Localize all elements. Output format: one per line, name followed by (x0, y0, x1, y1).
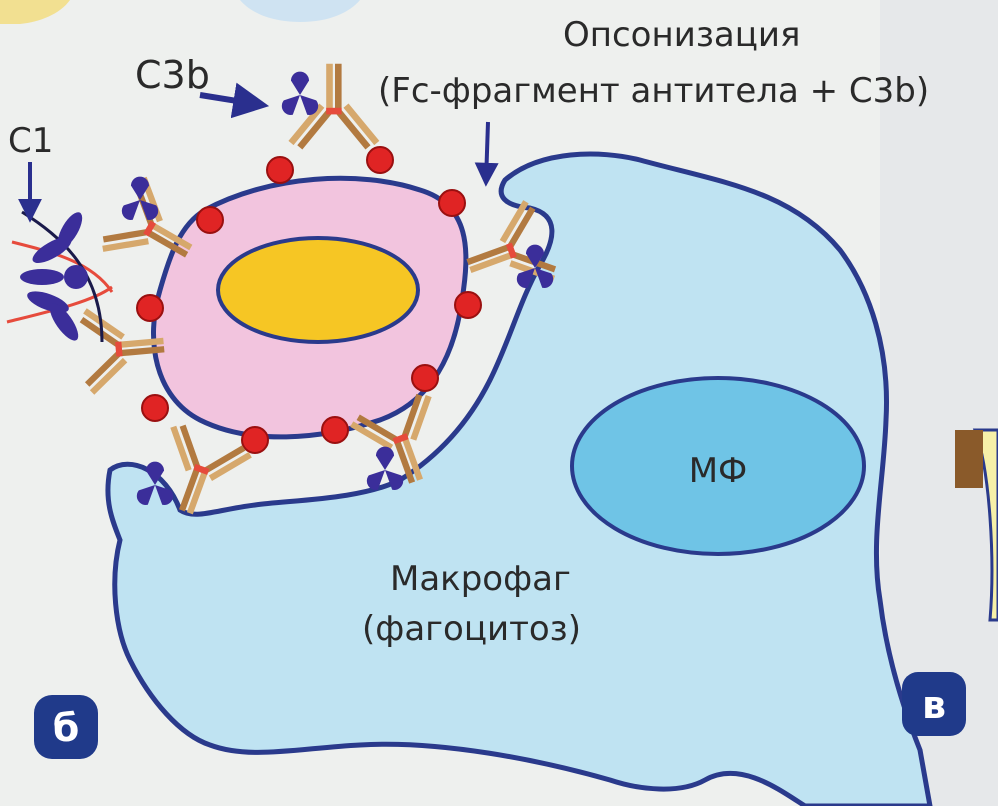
c3b-dot (322, 417, 348, 443)
svg-text:б: б (53, 706, 80, 750)
c3b-dot (439, 190, 465, 216)
c3b-label: C3b (135, 53, 210, 97)
c3b-dot (242, 427, 268, 453)
c1-complex-flower-icon (7, 209, 112, 345)
arrow-down-icon (486, 122, 488, 182)
trefoil-icon (367, 447, 403, 490)
top-decoration-left (0, 0, 70, 24)
trefoil-icon (282, 72, 318, 115)
c3b-dot (367, 147, 393, 173)
c3b-dot (197, 207, 223, 233)
top-decoration-center (240, 0, 360, 22)
c3b-dot (137, 295, 163, 321)
c3b-dot (142, 395, 168, 421)
c1-label: C1 (8, 121, 53, 161)
opsonization-title: Опсонизация (563, 15, 800, 55)
panel-badge-v: в (902, 672, 966, 736)
macrophage-label: Макрофаг (390, 559, 571, 599)
phagocytosis-label: (фагоцитоз) (362, 609, 581, 649)
c3b-dot (455, 292, 481, 318)
target-cell-nucleus (218, 238, 418, 342)
opsonization-subtitle: (Fc-фрагмент антитела + C3b) (378, 71, 929, 111)
c3b-dot (412, 365, 438, 391)
panel-badge-b: б (34, 695, 98, 759)
c3b-dot (267, 157, 293, 183)
svg-text:в: в (922, 683, 946, 727)
mf-label: МФ (689, 451, 748, 491)
partial-antibody-right (955, 430, 983, 488)
